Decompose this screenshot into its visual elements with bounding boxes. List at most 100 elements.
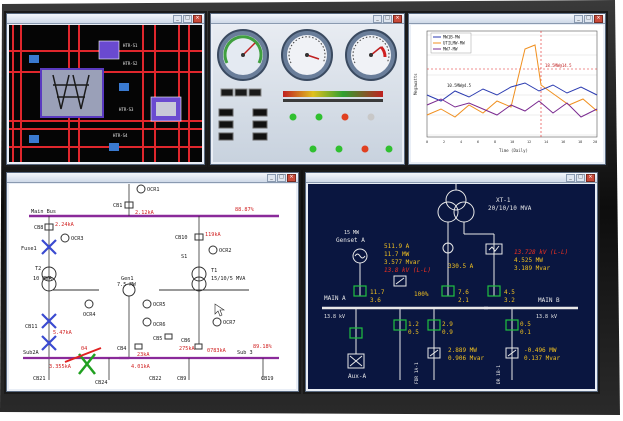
equipment-block[interactable] <box>98 40 120 60</box>
label-gen-mw: 15 MW <box>344 230 360 236</box>
legend-item: UTILMW-MW <box>443 41 465 46</box>
label-cb4: CB4 <box>117 346 126 352</box>
gauges-canvas <box>213 25 402 162</box>
x-tick: 0 <box>426 140 428 144</box>
close-icon[interactable]: × <box>287 174 296 182</box>
maximize-icon[interactable]: □ <box>383 15 392 23</box>
label-cb8: CB8 <box>34 225 43 231</box>
value-cb10: 119kA <box>205 232 221 238</box>
meter-icon[interactable] <box>427 347 441 359</box>
breaker-closed[interactable] <box>505 319 519 331</box>
label-htr-s1: HTR-S1 <box>123 43 138 48</box>
breaker-closed[interactable] <box>487 285 501 297</box>
series-line <box>426 98 598 118</box>
breaker-cb4[interactable] <box>134 343 143 350</box>
value-cb8: 2.24kA <box>55 222 75 228</box>
feeder2-mvar: 0.906 Mvar <box>448 355 485 362</box>
annotation: 10.5MW@4.5 <box>447 83 472 88</box>
oneline-red-drawing: HTR-S1 HTR-S2 HTR-S3 HTR-S4 <box>9 25 202 162</box>
mouse-cursor-icon <box>214 303 225 317</box>
window-oneline-cad[interactable]: _□× Main Bus 88.87% CB1 2.12kA OCR1 CB8 … <box>6 172 299 392</box>
maximize-icon[interactable]: □ <box>584 15 593 23</box>
oneline-red-canvas: HTR-S1 HTR-S2 HTR-S3 HTR-S4 <box>9 25 202 162</box>
window-titlebar[interactable]: _□× <box>306 173 597 183</box>
breaker-cb1[interactable] <box>124 201 134 209</box>
label-genset: Genset A <box>336 237 365 244</box>
legend-item: MW7-MW <box>443 47 458 52</box>
breaker-icon[interactable] <box>29 55 39 63</box>
window-gauges[interactable]: _□× <box>210 13 405 165</box>
meter-icon[interactable] <box>393 275 407 287</box>
window-titlebar[interactable]: _□× <box>409 14 605 24</box>
status-light <box>309 145 317 153</box>
oneline-cad-canvas: Main Bus 88.87% CB1 2.12kA OCR1 CB8 2.24… <box>9 184 296 389</box>
right-mvar: 3.189 Mvar <box>514 265 551 272</box>
breaker-icon[interactable] <box>29 135 39 143</box>
mid-current: 330.5 A <box>448 263 474 270</box>
series-line <box>426 82 598 102</box>
breaker-icon[interactable] <box>109 143 119 151</box>
minimize-icon[interactable]: _ <box>373 15 382 23</box>
label-cb21: CB21 <box>33 376 46 382</box>
feeder2-a: 2.9 <box>442 321 453 328</box>
gauge-1 <box>217 29 269 81</box>
label-ocr6: OCR6 <box>153 322 166 328</box>
breaker-closed[interactable] <box>353 285 367 297</box>
label-sub2a: Sub2A <box>23 350 39 356</box>
minimize-icon[interactable]: _ <box>173 15 182 23</box>
x-tick: 20 <box>593 140 597 144</box>
breaker-icon[interactable] <box>119 83 129 91</box>
x-tick: 8 <box>494 140 496 144</box>
window-oneline-red[interactable]: _□× HTR-S1 HTR-S2 HTR-S3 HTR <box>6 13 205 165</box>
gauge-3 <box>345 29 397 81</box>
label-cb6: CB6 <box>181 338 190 344</box>
window-trend[interactable]: _□× MW1B-MW UTILMW-MW MW7-MW 10.5MW@4.5 … <box>408 13 606 165</box>
window-titlebar[interactable]: _□× <box>7 14 204 24</box>
minimize-icon[interactable]: _ <box>267 174 276 182</box>
close-icon[interactable]: × <box>594 15 603 23</box>
maximize-icon[interactable]: □ <box>576 174 585 182</box>
window-titlebar[interactable]: _□× <box>7 173 298 183</box>
label-xt1: XT-1 <box>496 197 511 204</box>
meter-icon[interactable] <box>505 347 519 359</box>
minimize-icon[interactable]: _ <box>566 174 575 182</box>
breaker-cb10[interactable] <box>194 233 204 241</box>
status-light <box>335 145 343 153</box>
x-tick: 10 <box>510 140 514 144</box>
maximize-icon[interactable]: □ <box>277 174 286 182</box>
breaker-closed[interactable] <box>349 327 363 339</box>
x-tick: 2 <box>443 140 445 144</box>
substation-block[interactable] <box>40 68 104 118</box>
right-kv: 13.728 kV (L-L) <box>514 249 568 256</box>
fault-marker-icon <box>78 353 96 375</box>
close-icon[interactable]: × <box>586 174 595 182</box>
gauge-needle <box>306 54 320 60</box>
maximize-icon[interactable]: □ <box>183 15 192 23</box>
trend-canvas: MW1B-MW UTILMW-MW MW7-MW 10.5MW@4.5 18.5… <box>411 25 603 162</box>
value-100pct: 100% <box>414 291 429 298</box>
label-htr-s2: HTR-S2 <box>123 61 138 66</box>
label-ocr7: OCR7 <box>223 320 236 326</box>
meter-icon[interactable] <box>485 243 503 255</box>
window-titlebar[interactable]: _□× <box>211 14 404 24</box>
minimize-icon[interactable]: _ <box>574 15 583 23</box>
gen-mw: 11.7 MW <box>384 251 410 258</box>
breaker-cb5[interactable] <box>164 333 173 340</box>
value-cb4: 23kA <box>137 352 150 358</box>
close-icon[interactable]: × <box>193 15 202 23</box>
label-cb9: CB9 <box>177 376 186 382</box>
label-cb5: CB5 <box>153 336 162 342</box>
breaker-closed[interactable] <box>393 319 407 331</box>
aux-transformer-icon[interactable] <box>347 353 365 369</box>
gauges-drawing <box>217 29 397 153</box>
breaker-closed[interactable] <box>427 319 441 331</box>
breaker-cb8[interactable] <box>44 223 54 231</box>
value-cb1: 2.12kA <box>135 210 155 216</box>
window-oneline-navy[interactable]: _□× XT-1 20/10/10 MVA 15 MW Genset A 511… <box>305 172 598 392</box>
breaker-cb6[interactable] <box>194 343 203 350</box>
close-icon[interactable]: × <box>393 15 402 23</box>
oneline-navy-drawing: XT-1 20/10/10 MVA 15 MW Genset A 511.9 A… <box>322 184 578 384</box>
breaker-closed[interactable] <box>441 285 455 297</box>
label-fdr1: FDR 1A-1 <box>414 362 420 384</box>
label-t2: T2 <box>35 266 41 272</box>
